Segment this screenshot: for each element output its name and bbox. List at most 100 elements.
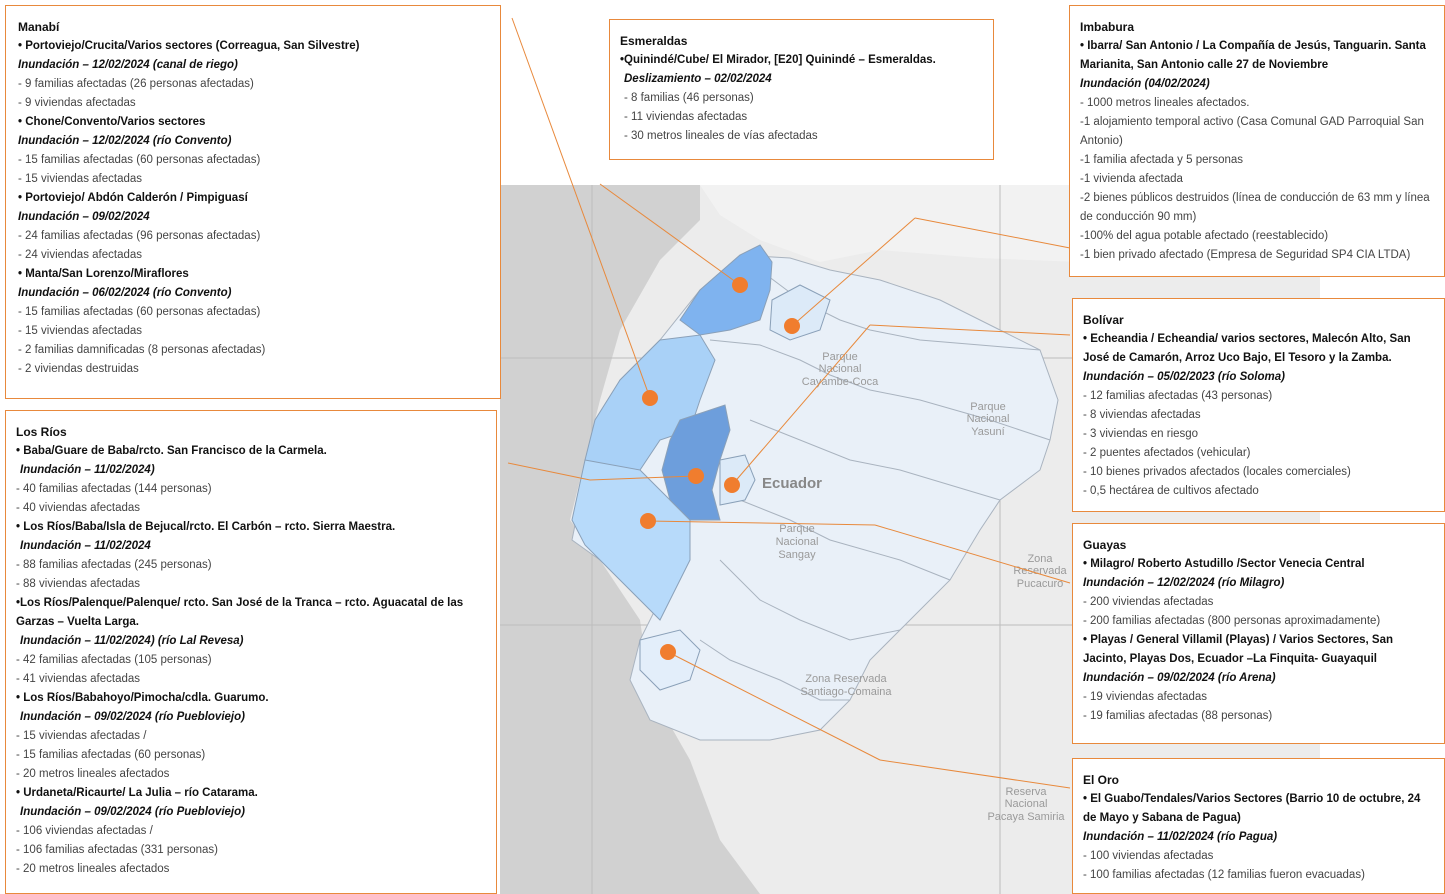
impact-item: - 1000 metros lineales afectados. — [1080, 97, 1250, 109]
impact-item: - 42 familias afectadas (105 personas) — [16, 654, 212, 666]
impact-item: - 11 viviendas afectadas — [624, 111, 748, 123]
impact-item: - 20 metros lineales afectados — [16, 768, 170, 780]
panel-title: Guayas — [1083, 538, 1127, 552]
event-location: • Milagro/ Roberto Astudillo /Sector Ven… — [1083, 558, 1365, 570]
event-type-date: Inundación – 06/02/2024 (río Convento) — [18, 287, 232, 299]
event-type-date: Inundación – 11/02/2024 — [20, 540, 151, 552]
event-type-date: Inundación – 12/02/2024 (canal de riego) — [18, 59, 238, 71]
impact-item: - 0,5 hectárea de cultivos afectado — [1083, 485, 1259, 497]
marker-imbabura[interactable] — [784, 318, 800, 334]
impact-item: -100% del agua potable afectado (reestab… — [1080, 230, 1329, 242]
label-ecuador: Ecuador — [762, 475, 822, 492]
event-markers — [640, 277, 800, 660]
impact-item: - 100 familias afectadas (12 familias fu… — [1083, 869, 1365, 881]
event-type-date: Inundación (04/02/2024) — [1080, 78, 1210, 90]
impact-item: - 9 viviendas afectadas — [18, 97, 136, 109]
impact-item: -1 familia afectada y 5 personas — [1080, 154, 1244, 166]
event-location: • Playas / General Villamil (Playas) / V… — [1083, 634, 1394, 665]
impact-item: - 100 viviendas afectadas — [1083, 850, 1214, 862]
impact-item: - 15 familias afectadas (60 personas afe… — [18, 154, 261, 166]
impact-item: - 24 familias afectadas (96 personas afe… — [18, 230, 261, 242]
impact-item: - 19 familias afectadas (88 personas) — [1083, 710, 1273, 722]
event-type-date: Inundación – 12/02/2024 (río Milagro) — [1083, 577, 1285, 589]
event-type-date: Inundación – 09/02/2024 (río Puebloviejo… — [20, 711, 245, 723]
province-el-oro — [639, 629, 701, 691]
impact-item: - 24 viviendas afectadas — [18, 249, 143, 261]
marker-manabi[interactable] — [642, 390, 658, 406]
event-type-date: Inundación – 09/02/2024 (río Puebloviejo… — [20, 806, 245, 818]
impact-item: - 106 familias afectadas (331 personas) — [16, 844, 218, 856]
panel-title: Esmeraldas — [620, 34, 688, 48]
province-esmeraldas — [679, 244, 773, 336]
event-location: • Baba/Guare de Baba/rcto. San Francisco… — [16, 445, 327, 457]
impact-item: - 15 viviendas afectadas — [18, 325, 143, 337]
impact-item: - 88 viviendas afectadas — [16, 578, 141, 590]
impact-item: - 40 viviendas afectadas — [16, 502, 141, 514]
panel-title: Imbabura — [1080, 20, 1135, 34]
event-location: • El Guabo/Tendales/Varios Sectores (Bar… — [1083, 793, 1421, 824]
impact-item: - 12 familias afectadas (43 personas) — [1083, 390, 1273, 402]
impact-item: - 15 familias afectadas (60 personas) — [16, 749, 206, 761]
marker-los-rios[interactable] — [688, 468, 704, 484]
impact-item: - 15 viviendas afectadas / — [16, 730, 147, 742]
panel-title: Bolívar — [1083, 313, 1124, 327]
panel-esmeraldas: Esmeraldas •Quinindé/Cube/ El Mirador, [E… — [609, 19, 994, 160]
impact-item: - 200 familias afectadas (800 personas a… — [1083, 615, 1381, 627]
impact-item: - 8 familias (46 personas) — [624, 92, 754, 104]
impact-item: -1 vivienda afectada — [1080, 173, 1183, 185]
impact-item: -1 bien privado afectado (Empresa de Seg… — [1080, 249, 1411, 261]
event-location: • Los Ríos/Baba/Isla de Bejucal/rcto. El… — [16, 521, 396, 533]
impact-item: - 15 familias afectadas (60 personas afe… — [18, 306, 261, 318]
event-location: • Los Ríos/Babahoyo/Pimocha/cdla. Guarum… — [16, 692, 269, 704]
impact-item: - 8 viviendas afectadas — [1083, 409, 1201, 421]
province-guayas — [571, 459, 691, 621]
panel-bolivar: Bolívar • Echeandia / Echeandia/ varios s… — [1072, 298, 1445, 512]
event-location: • Chone/Convento/Varios sectores — [18, 116, 206, 128]
impact-item: - 9 familias afectadas (26 personas afec… — [18, 78, 254, 90]
event-location: •Los Ríos/Palenque/Palenque/ rcto. San J… — [16, 597, 464, 628]
event-location: • Echeandia / Echeandia/ varios sectores… — [1083, 333, 1411, 364]
impact-item: - 40 familias afectadas (144 personas) — [16, 483, 212, 495]
event-type-date: Inundación – 09/02/2024 — [18, 211, 150, 223]
panel-los-rios: Los Ríos • Baba/Guare de Baba/rcto. San F… — [5, 410, 497, 894]
impact-item: - 19 viviendas afectadas — [1083, 691, 1208, 703]
event-type-date: Deslizamiento – 02/02/2024 — [624, 73, 772, 85]
event-type-date: Inundación – 09/02/2024 (río Arena) — [1083, 672, 1276, 684]
impact-item: - 30 metros lineales de vías afectadas — [624, 130, 818, 142]
event-location: •Quinindé/Cube/ El Mirador, [E20] Quinin… — [620, 54, 936, 66]
panel-title: Los Ríos — [16, 425, 67, 439]
event-type-date: Inundación – 12/02/2024 (río Convento) — [18, 135, 232, 147]
impact-item: - 106 viviendas afectadas / — [16, 825, 153, 837]
event-type-date: Inundación – 05/02/2023 (río Soloma) — [1083, 371, 1285, 383]
marker-bolivar[interactable] — [724, 477, 740, 493]
impact-item: - 3 viviendas en riesgo — [1083, 428, 1199, 440]
impact-item: -2 bienes públicos destruidos (línea de … — [1080, 192, 1430, 223]
event-location: • Portoviejo/ Abdón Calderón / Pimpiguas… — [18, 192, 248, 204]
panel-el-oro: El Oro • El Guabo/Tendales/Varios Sectore… — [1072, 758, 1445, 894]
marker-guayas[interactable] — [640, 513, 656, 529]
event-type-date: Inundación – 11/02/2024) — [20, 464, 155, 476]
impact-item: - 2 familias damnificadas (8 personas af… — [18, 344, 266, 356]
province-los-rios — [661, 404, 731, 521]
leader-lines — [507, 17, 1071, 789]
event-location: • Ibarra/ San Antonio / La Compañía de J… — [1080, 40, 1426, 71]
event-location: • Portoviejo/Crucita/Varios sectores (Co… — [18, 40, 360, 52]
panel-manabi: Manabí• Portoviejo/Crucita/Varios sector… — [5, 5, 501, 399]
event-location: • Manta/San Lorenzo/Miraflores — [18, 268, 189, 280]
marker-el-oro[interactable] — [660, 644, 676, 660]
impact-item: - 20 metros lineales afectados — [16, 863, 170, 875]
impact-item: - 88 familias afectadas (245 personas) — [16, 559, 212, 571]
impact-item: - 200 viviendas afectadas — [1083, 596, 1214, 608]
panel-title: El Oro — [1083, 773, 1120, 787]
impact-item: -1 alojamiento temporal activo (Casa Com… — [1080, 116, 1424, 147]
event-type-date: Inundación – 11/02/2024 (río Pagua) — [1083, 831, 1278, 843]
event-type-date: Inundación – 11/02/2024) (río Lal Revesa… — [20, 635, 244, 647]
marker-esmeraldas[interactable] — [732, 277, 748, 293]
impact-item: - 2 viviendas destruidas — [18, 363, 139, 375]
